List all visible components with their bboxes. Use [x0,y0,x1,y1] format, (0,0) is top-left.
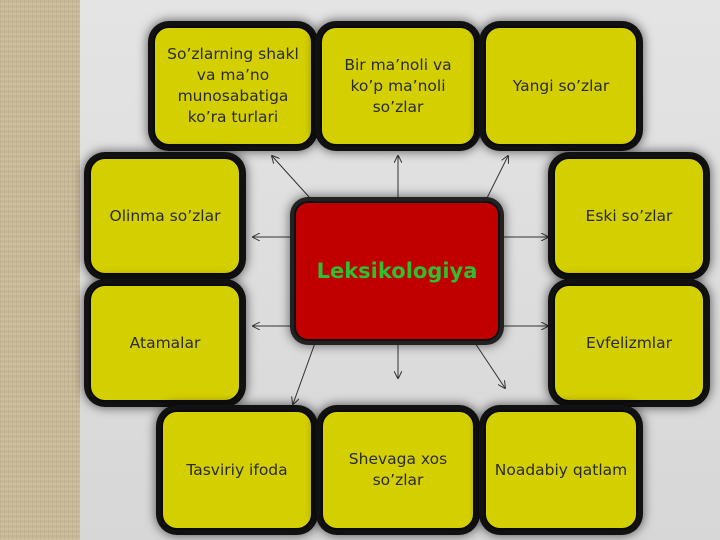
center-node-lexicology: Leksikologiya [294,201,500,341]
arrow-to-node-3 [486,156,508,199]
decorative-side-strip [0,0,80,540]
node-non-literary-layer: Noadabiy qatlam [484,410,638,530]
node-euphemisms: Evfelizmlar [553,284,705,402]
arrow-to-node-10 [474,342,505,388]
node-descriptive-expression: Tasviriy ifoda [161,410,313,530]
node-dialect-words: Shevaga xos so’zlar [321,410,475,530]
node-monosemy-polysemy: Bir ma’noli va ko’p ma’noli so’zlar [320,26,476,146]
node-new-words: Yangi so’zlar [484,26,638,146]
arrow-to-node-8 [293,342,316,404]
node-old-words: Eski so’zlar [553,157,705,275]
node-terms: Atamalar [89,284,241,402]
node-word-form-meaning-types: So’zlarning shakl va ma’no munosabatiga … [153,26,313,146]
arrow-to-node-1 [272,156,311,199]
node-loan-words: Olinma so’zlar [89,157,241,275]
